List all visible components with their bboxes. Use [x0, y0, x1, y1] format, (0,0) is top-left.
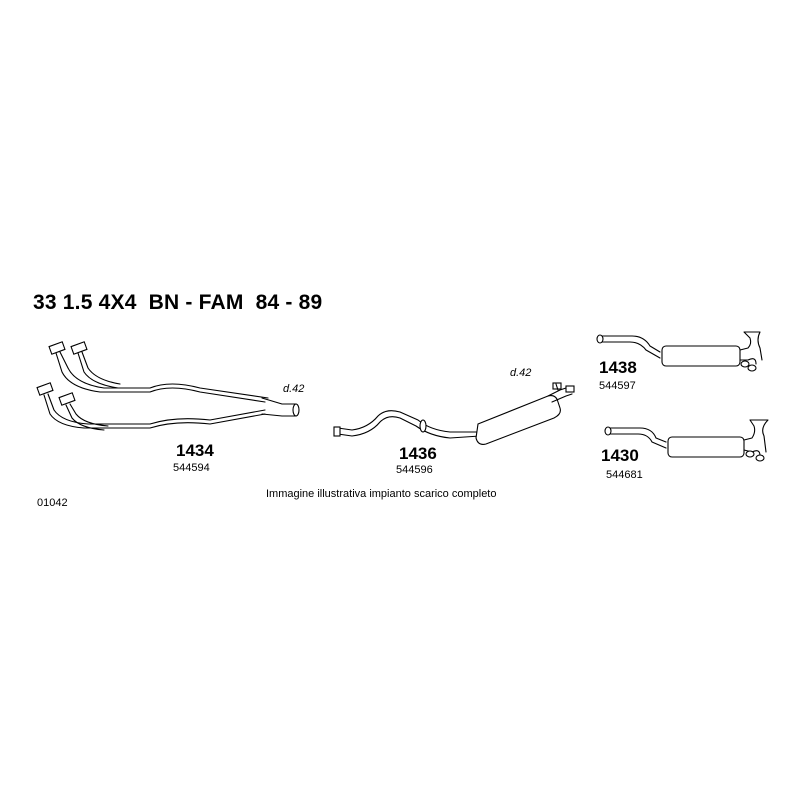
part-1434-code: 1434	[176, 441, 214, 460]
part-1436-code: 1436	[399, 444, 437, 463]
part-1434-diameter: d.42	[283, 383, 305, 395]
rear-muffler-1430-drawing	[604, 419, 769, 462]
part-1438-code: 1438	[599, 358, 637, 377]
part-1436-ref: 544596	[396, 464, 433, 476]
diagram-title: 33 1.5 4X4 BN - FAM 84 - 89	[33, 291, 323, 314]
caption: Immagine illustrativa impianto scarico c…	[266, 488, 497, 500]
part-1430-code: 1430	[601, 446, 639, 465]
diagram-code: 01042	[37, 497, 68, 509]
part-1430-ref: 544681	[606, 469, 643, 481]
rear-muffler-1438-drawing	[596, 331, 763, 372]
intermediate-pipe-1436-drawing	[333, 382, 575, 445]
part-1436-diameter: d.42	[510, 367, 532, 379]
downpipe-1434-drawing	[36, 341, 300, 431]
part-1434-ref: 544594	[173, 462, 210, 474]
part-1438-ref: 544597	[599, 380, 636, 392]
